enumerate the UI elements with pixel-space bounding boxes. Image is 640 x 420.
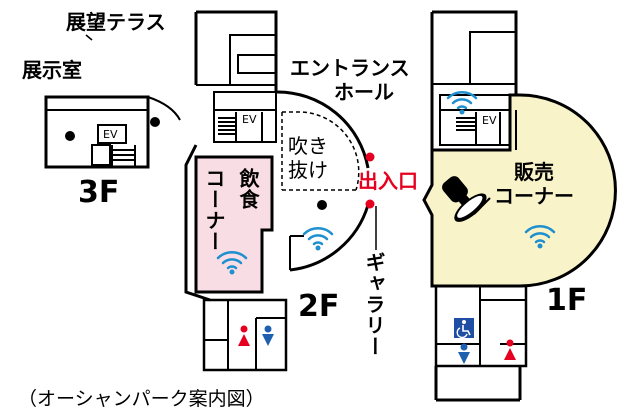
dining-corner-label-col2: コーナー: [202, 168, 226, 252]
male-restroom-icon: [262, 325, 274, 346]
ev-label-2f: EV: [242, 113, 257, 126]
ev-label-1f: EV: [482, 114, 497, 127]
sales-corner-label-line1: 販売: [514, 160, 554, 184]
sales-corner-label-line2: コーナー: [494, 184, 574, 208]
map-caption: （オーシャンパーク案内図）: [18, 388, 265, 410]
gallery-label: ギャラリー: [362, 252, 386, 357]
male-restroom-icon: [458, 343, 470, 364]
sales-corner-area: [422, 93, 617, 288]
wifi-icon: [524, 225, 556, 249]
accessible-icon: [454, 318, 474, 339]
wifi-icon: [302, 227, 334, 251]
ev-label-3f: EV: [103, 128, 118, 141]
female-restroom-icon: [504, 339, 516, 360]
floor-2f-plan: [184, 10, 377, 372]
entrance-hall-label-line2: ホール: [334, 80, 394, 104]
floor-3f-plan: [44, 34, 181, 169]
dining-corner-label-col1: 飲食: [236, 168, 260, 210]
female-restroom-icon: [238, 325, 250, 346]
floor-label-3f: 3F: [78, 175, 120, 210]
entrance-label: 出入口: [358, 169, 418, 193]
entrance-hall-label-line1: エントランス: [290, 56, 410, 80]
wifi-icon: [216, 251, 248, 275]
atrium-label-line2: 抜け: [288, 158, 328, 182]
exhibition-room-label: 展示室: [22, 58, 82, 82]
floor-label-2f: 2F: [298, 289, 340, 324]
dining-corner-area: [194, 155, 274, 294]
wifi-icon: [446, 91, 478, 115]
atrium-label-line1: 吹き: [288, 134, 328, 158]
floor-label-1f: 1F: [546, 283, 588, 318]
observation-terrace-label: 展望テラス: [66, 10, 166, 34]
floor-1f-plan: [430, 10, 528, 402]
stamp-icon: [442, 176, 487, 222]
